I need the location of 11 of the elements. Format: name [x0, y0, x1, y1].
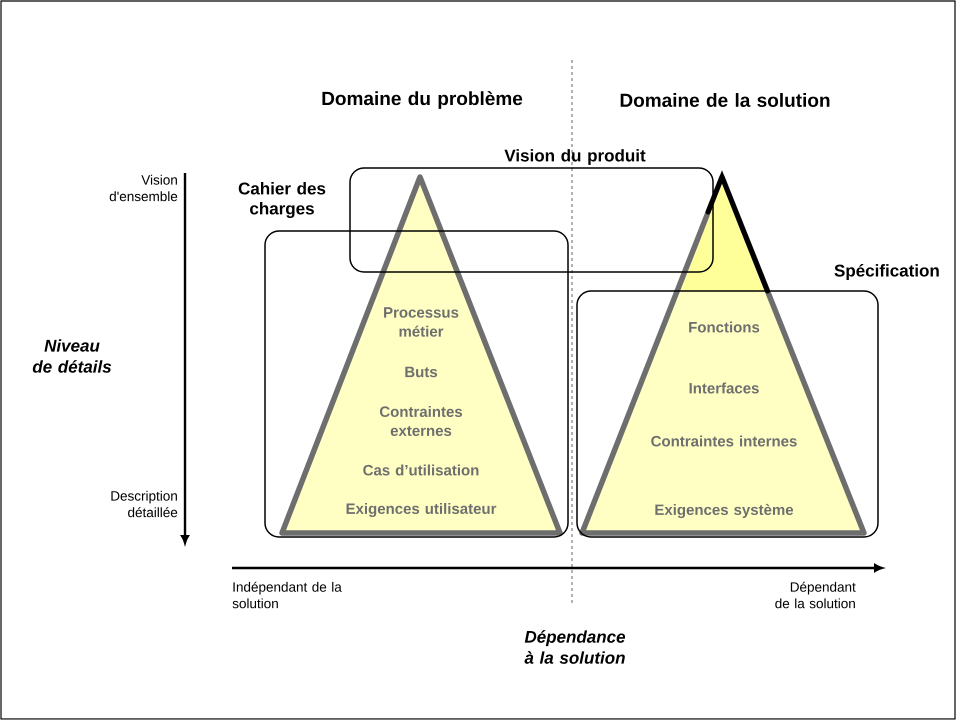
- axis-label: Vision d'ensemble: [110, 174, 178, 202]
- node-label: Cahier des charges: [238, 182, 326, 218]
- axis-label: Dépendant de la solution: [775, 582, 856, 608]
- axis-title: Niveau de détails: [32, 339, 112, 373]
- node-label: Spécification: [834, 264, 939, 280]
- column-heading: Domaine du problème: [322, 91, 522, 109]
- node-label: Vision du produit: [504, 149, 646, 165]
- axis-label: Description détaillée: [111, 490, 178, 518]
- axis-title: Dépendance à la solution: [524, 630, 626, 664]
- column-heading: Domaine de la solution: [620, 93, 830, 107]
- axis-label: Indépendant de la solution: [232, 582, 342, 608]
